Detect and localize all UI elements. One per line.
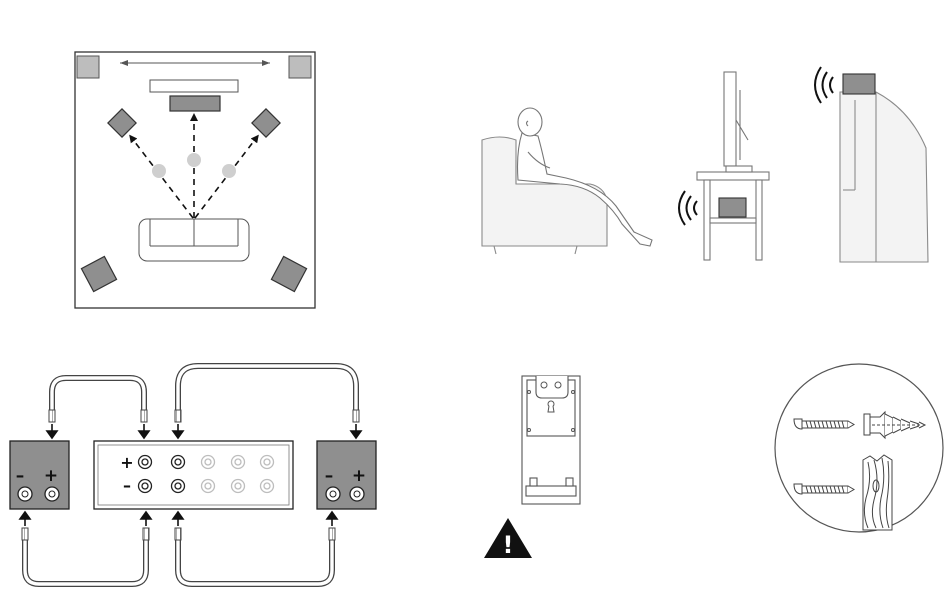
listening-point — [222, 164, 236, 178]
screw-icon — [794, 484, 854, 494]
keyhole-icon — [548, 401, 554, 412]
speaker-back-plate — [522, 376, 580, 504]
plus-sign: + — [352, 466, 366, 486]
left-speaker-terminal: – + — [10, 441, 69, 509]
top-left-height-speaker — [77, 56, 99, 78]
receiver-terminal-block: + – — [94, 441, 293, 509]
armchair — [482, 137, 607, 254]
room-layout-panel — [75, 52, 315, 308]
center-speaker — [170, 96, 220, 111]
wall-bracket-panel: ! — [484, 376, 580, 559]
minus-sign: – — [123, 476, 131, 495]
detail-circle — [775, 364, 943, 532]
low-speaker — [719, 198, 746, 217]
speaker-wiring-panel: – + – + + – — [10, 366, 376, 584]
wood-grain-icon — [863, 455, 892, 530]
head — [518, 108, 542, 136]
top-right-height-speaker — [289, 56, 311, 78]
sound-wave-icon — [679, 191, 697, 225]
plus-sign: + — [120, 453, 133, 472]
mounting-hardware-panel — [775, 364, 943, 532]
right-speaker-terminal: – + — [317, 441, 376, 509]
sofa — [139, 219, 249, 261]
warning-triangle-icon: ! — [484, 518, 532, 559]
listening-point — [152, 164, 166, 178]
tv-screen — [150, 80, 238, 92]
minus-sign: – — [16, 466, 25, 486]
screw-icon — [794, 419, 854, 429]
television — [724, 72, 752, 172]
tall-cabinet — [840, 92, 928, 262]
high-speaker — [843, 74, 875, 94]
listening-position-panel — [482, 67, 928, 262]
warning-exclamation: ! — [503, 531, 514, 559]
sound-wave-icon — [815, 67, 833, 103]
minus-sign: – — [325, 466, 334, 486]
listening-point — [187, 153, 201, 167]
plus-sign: + — [44, 466, 58, 486]
